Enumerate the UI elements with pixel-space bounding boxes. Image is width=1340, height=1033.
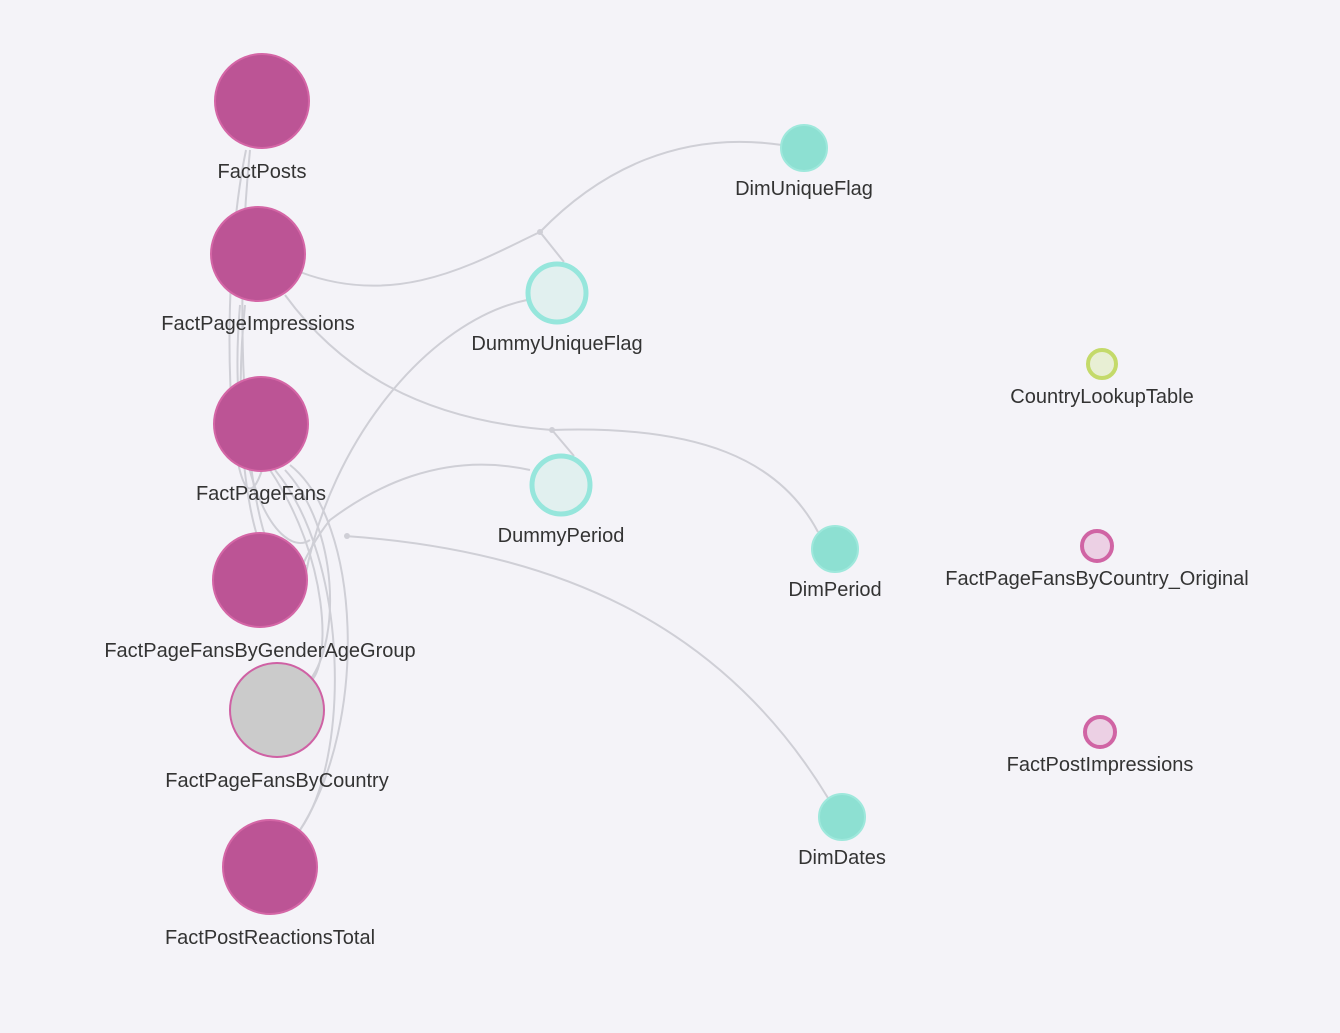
node-label-fact-page-fans-by-country: FactPageFansByCountry (165, 770, 388, 792)
node-circle-fact-posts[interactable] (214, 53, 310, 149)
node-label-fact-page-fans-by-country-original: FactPageFansByCountry_Original (945, 568, 1248, 590)
node-circle-fact-post-impressions[interactable] (1083, 715, 1117, 749)
node-circle-fact-page-fans-by-country[interactable] (229, 662, 325, 758)
node-fact-post-reactions-total[interactable]: FactPostReactionsTotal (165, 819, 375, 949)
node-circle-fact-page-fans-by-gender-age-group[interactable] (212, 532, 308, 628)
node-label-fact-page-fans-by-gender-age-group: FactPageFansByGenderAgeGroup (104, 640, 415, 662)
node-circle-dim-dates[interactable] (818, 793, 866, 841)
edge-junction-dummyperiod[interactable] (551, 429, 575, 457)
node-circle-country-lookup-table[interactable] (1086, 348, 1118, 380)
node-fact-page-fans[interactable]: FactPageFans (196, 376, 326, 505)
edge-junction-dummyuniqueflag[interactable] (539, 231, 565, 263)
node-label-dim-dates: DimDates (798, 847, 886, 869)
node-label-fact-page-fans: FactPageFans (196, 483, 326, 505)
node-fact-posts[interactable]: FactPosts (214, 53, 310, 183)
node-fact-page-fans-by-country[interactable]: FactPageFansByCountry (165, 662, 389, 792)
node-dim-period[interactable]: DimPeriod (788, 525, 882, 601)
node-label-dim-period: DimPeriod (788, 579, 881, 601)
node-dim-unique-flag[interactable]: DimUniqueFlag (735, 124, 873, 200)
edge-factpageimpressions-dimuniqueflag[interactable] (299, 140, 783, 287)
junction-dot-dates (344, 533, 350, 539)
junction-dot-uniqueflag (537, 229, 543, 235)
edge-facts-bundle-7[interactable] (274, 469, 336, 831)
edge-dummyuniqueflag-facts[interactable] (304, 299, 528, 579)
node-dummy-unique-flag[interactable]: DummyUniqueFlag (471, 261, 643, 355)
node-country-lookup-table[interactable]: CountryLookupTable (1010, 348, 1194, 408)
node-fact-page-fans-by-country-original[interactable]: FactPageFansByCountry_Original (945, 529, 1249, 590)
node-circle-fact-page-fans[interactable] (213, 376, 309, 472)
relationship-edges (228, 140, 829, 831)
node-dim-dates[interactable]: DimDates (798, 793, 886, 869)
node-label-country-lookup-table: CountryLookupTable (1010, 386, 1193, 408)
edge-facts-bundle-4[interactable] (236, 304, 311, 544)
node-circle-fact-page-fans-by-country-original[interactable] (1080, 529, 1114, 563)
edge-dummyperiod-facts[interactable] (295, 463, 531, 581)
node-dummy-period[interactable]: DummyPeriod (498, 453, 625, 547)
nodes-layer: FactPostsFactPageImpressionsFactPageFans… (104, 53, 1249, 949)
edge-facts-bundle-8[interactable] (269, 469, 324, 681)
node-label-fact-posts: FactPosts (218, 161, 307, 183)
node-circle-dummy-period[interactable] (529, 453, 593, 517)
node-fact-page-impressions[interactable]: FactPageImpressions (161, 206, 355, 335)
node-circle-dim-unique-flag[interactable] (780, 124, 828, 172)
edge-facts-bundle-6[interactable] (289, 464, 349, 831)
node-label-dummy-period: DummyPeriod (498, 525, 625, 547)
node-circle-dummy-unique-flag[interactable] (525, 261, 589, 325)
node-label-dummy-unique-flag: DummyUniqueFlag (471, 333, 642, 355)
node-label-fact-page-impressions: FactPageImpressions (161, 313, 354, 335)
node-circle-fact-post-reactions-total[interactable] (222, 819, 318, 915)
node-fact-post-impressions[interactable]: FactPostImpressions (1007, 715, 1194, 776)
node-label-fact-post-impressions: FactPostImpressions (1007, 754, 1194, 776)
node-label-dim-unique-flag: DimUniqueFlag (735, 178, 873, 200)
node-fact-page-fans-by-gender-age-group[interactable]: FactPageFansByGenderAgeGroup (104, 532, 416, 662)
junction-dot-period (549, 427, 555, 433)
node-circle-dim-period[interactable] (811, 525, 859, 573)
node-label-fact-post-reactions-total: FactPostReactionsTotal (165, 927, 375, 949)
node-circle-fact-page-impressions[interactable] (210, 206, 306, 302)
edge-facts-dimdates[interactable] (344, 535, 829, 799)
